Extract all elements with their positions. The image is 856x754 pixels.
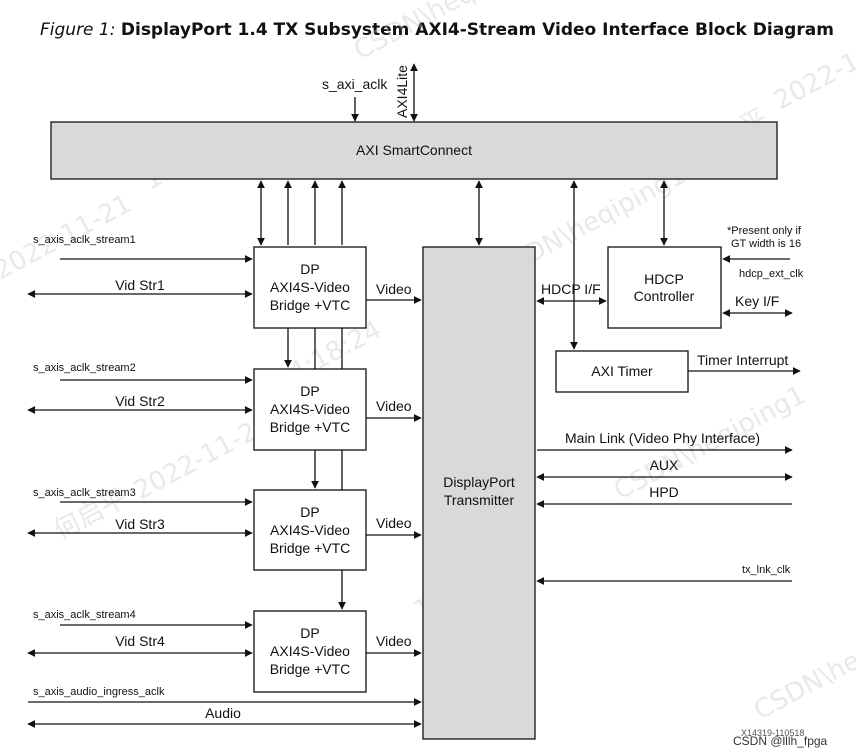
svg-text:AXI4S-Video: AXI4S-Video: [270, 643, 350, 659]
aux-label: AUX: [650, 457, 679, 473]
svg-text:Bridge +VTC: Bridge +VTC: [270, 661, 351, 677]
axi4lite-label: AXI4Lite: [394, 65, 410, 118]
stream3-video-label: Video: [376, 515, 412, 531]
svg-text:Bridge +VTC: Bridge +VTC: [270, 297, 351, 313]
svg-text:AXI4S-Video: AXI4S-Video: [270, 401, 350, 417]
bridge-block-4: DP AXI4S-Video Bridge +VTC: [253, 610, 367, 693]
watermark-text: CSDN\heqiping1: [749, 600, 856, 726]
hdcp-controller-block: [607, 246, 722, 329]
svg-text:AXI4S-Video: AXI4S-Video: [270, 279, 350, 295]
axi-smartconnect-block: [50, 121, 778, 180]
hdcp-label-line1: HDCP: [644, 271, 684, 287]
audio-clk-label: s_axis_audio_ingress_aclk: [33, 686, 165, 698]
hdcp-ext-clk-label: hdcp_ext_clk: [739, 268, 804, 280]
stream2-video-label: Video: [376, 398, 412, 414]
bridge-block-3: DP AXI4S-Video Bridge +VTC: [253, 489, 367, 571]
axi-timer-label: AXI Timer: [591, 363, 653, 379]
stream4-video-label: Video: [376, 633, 412, 649]
svg-text:Bridge +VTC: Bridge +VTC: [270, 540, 351, 556]
doc-id: X14319-110518: [741, 728, 804, 738]
svg-text:Bridge +VTC: Bridge +VTC: [270, 419, 351, 435]
svg-text:DP: DP: [300, 261, 319, 277]
figure-title: Figure 1: DisplayPort 1.4 TX Subsystem A…: [40, 20, 834, 40]
key-if-label: Key I/F: [735, 293, 779, 309]
bridge-block-2: DP AXI4S-Video Bridge +VTC: [253, 368, 367, 451]
svg-text:DP: DP: [300, 504, 319, 520]
stream1-video-label: Video: [376, 281, 412, 297]
transmitter-label-line2: Transmitter: [444, 492, 515, 508]
stream4-clk-label: s_axis_aclk_stream4: [33, 609, 136, 621]
bridge-block-1: DP AXI4S-Video Bridge +VTC: [253, 246, 367, 329]
stream4-vid-label: Vid Str4: [115, 633, 165, 649]
timer-interrupt-label: Timer Interrupt: [697, 352, 788, 368]
transmitter-label-line1: DisplayPort: [443, 474, 515, 490]
stream1-vid-label: Vid Str1: [115, 277, 165, 293]
tx-lnk-clk-label: tx_lnk_clk: [742, 564, 791, 576]
hdcp-if-label: HDCP I/F: [541, 281, 601, 297]
hpd-label: HPD: [649, 484, 679, 500]
svg-text:DP: DP: [300, 625, 319, 641]
credit-label: CSDN @lllh_fpga: [733, 734, 828, 748]
note-line1: *Present only if: [727, 225, 802, 237]
s-axi-aclk-label: s_axi_aclk: [322, 76, 388, 92]
stream3-vid-label: Vid Str3: [115, 516, 165, 532]
stream2-vid-label: Vid Str2: [115, 393, 165, 409]
note-line2: GT width is 16: [731, 238, 801, 250]
axi-timer-block: [555, 350, 689, 393]
watermark-text: CSDN\heqiping1: [349, 0, 551, 66]
displayport-transmitter-block: [422, 246, 536, 740]
stream1-clk-label: s_axis_aclk_stream1: [33, 234, 136, 246]
svg-text:AXI4S-Video: AXI4S-Video: [270, 522, 350, 538]
stream3-clk-label: s_axis_aclk_stream3: [33, 487, 136, 499]
figure-title-text: DisplayPort 1.4 TX Subsystem AXI4-Stream…: [120, 20, 834, 40]
svg-text:DP: DP: [300, 383, 319, 399]
figure-prefix: Figure 1:: [40, 20, 116, 40]
main-link-label: Main Link (Video Phy Interface): [565, 430, 760, 446]
hdcp-label-line2: Controller: [634, 288, 695, 304]
audio-label: Audio: [205, 705, 241, 721]
axi-smartconnect-label: AXI SmartConnect: [356, 142, 472, 158]
stream2-clk-label: s_axis_aclk_stream2: [33, 362, 136, 374]
watermark-text: 2022-11-21: [769, 19, 856, 116]
